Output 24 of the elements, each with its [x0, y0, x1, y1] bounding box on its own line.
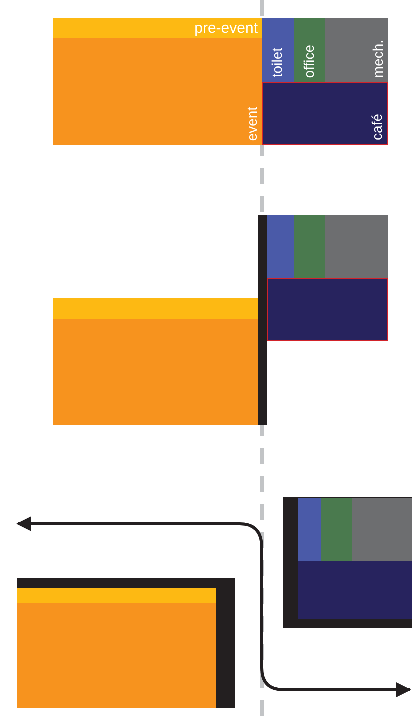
event-zone: [53, 38, 262, 145]
room-block: [294, 18, 325, 82]
room-block: [321, 498, 352, 561]
zone-label: event: [245, 106, 259, 141]
event-zone: [17, 603, 216, 708]
room-block: [352, 498, 412, 561]
zone-label: toilet: [270, 48, 284, 78]
room-block: [267, 215, 294, 278]
pre-event-band: [17, 588, 216, 603]
room-block: [294, 215, 325, 278]
zone-label: pre-event: [194, 21, 258, 36]
event-zone: [53, 319, 258, 425]
zone-label: café: [370, 114, 384, 140]
room-block: [262, 18, 294, 82]
room-block: [325, 215, 388, 278]
pre-event-band: [53, 18, 262, 38]
zone-label: mech.: [371, 40, 385, 78]
zone-label: office: [302, 44, 316, 78]
room-block: [298, 498, 321, 561]
cafe-block: [262, 82, 388, 145]
pre-event-band: [53, 298, 258, 319]
cafe-block: [267, 278, 388, 341]
room-block: [325, 18, 388, 82]
cafe-block: [298, 561, 412, 619]
